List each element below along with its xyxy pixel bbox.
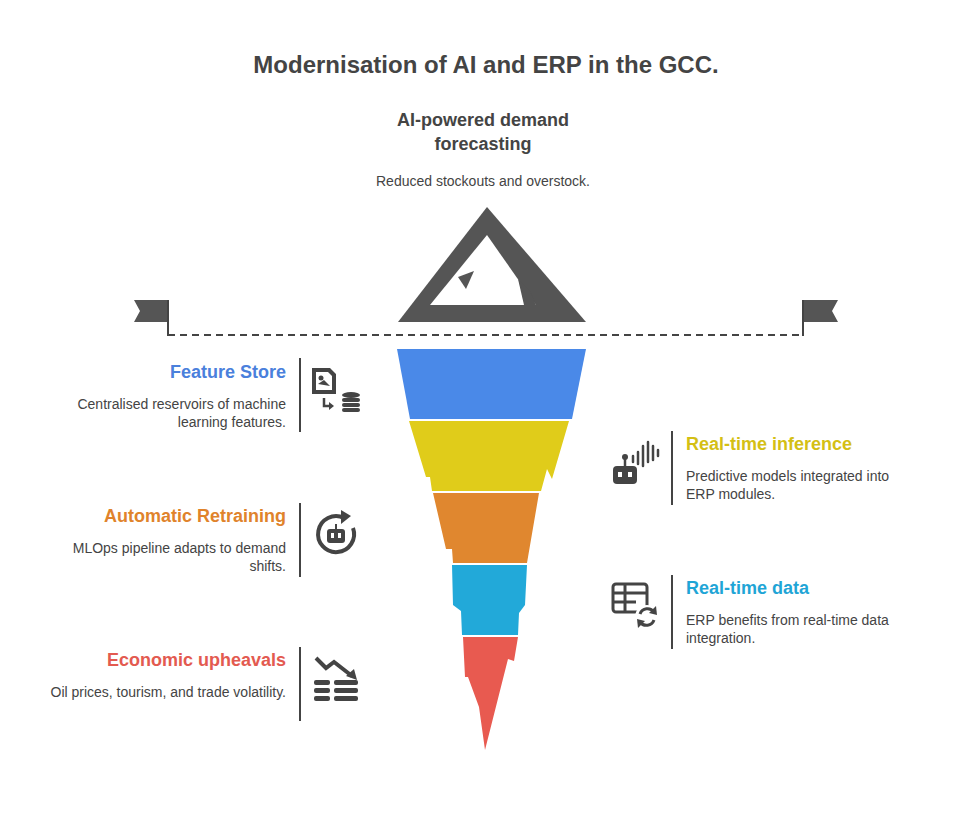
label-block: Economic upheavalsOil prices, tourism, a… bbox=[46, 649, 286, 701]
funnel-band: Real-time inferencePredictive models int… bbox=[408, 421, 570, 492]
label-block: Real-time inferencePredictive models int… bbox=[686, 433, 921, 503]
label-block: AI-powered demand forecastingReduced sto… bbox=[333, 108, 633, 190]
data-icon bbox=[613, 584, 659, 629]
feature-store-icon bbox=[312, 368, 360, 412]
funnel-band: Real-time dataERP benefits from real-tim… bbox=[451, 565, 528, 636]
label-heading: Real-time inference bbox=[686, 433, 921, 455]
dashed-line bbox=[168, 334, 803, 336]
label-heading: Real-time data bbox=[686, 577, 921, 599]
label-block: Feature StoreCentralised reservoirs of m… bbox=[46, 361, 286, 431]
inference-icon bbox=[613, 442, 658, 484]
label-heading: Feature Store bbox=[46, 361, 286, 383]
label-block: Automatic RetrainingMLOps pipeline adapt… bbox=[46, 505, 286, 575]
label-heading: Automatic Retraining bbox=[46, 505, 286, 527]
funnel-band: Economic upheavalsOil prices, tourism, a… bbox=[462, 637, 519, 752]
flag bbox=[134, 300, 167, 322]
band-shape bbox=[408, 421, 570, 492]
funnel-band: Automatic RetrainingMLOps pipeline adapt… bbox=[432, 493, 540, 564]
label-body: Reduced stockouts and overstock. bbox=[333, 172, 633, 190]
flag bbox=[804, 300, 838, 322]
label-body: Centralised reservoirs of machine learni… bbox=[46, 395, 286, 431]
band-shape bbox=[432, 493, 540, 564]
label-body: Oil prices, tourism, and trade volatilit… bbox=[46, 683, 286, 701]
retraining-icon bbox=[318, 510, 354, 552]
label-body: MLOps pipeline adapts to demand shifts. bbox=[46, 539, 286, 575]
label-body: ERP benefits from real-time data integra… bbox=[686, 611, 921, 647]
band-shape bbox=[396, 349, 588, 420]
title: Modernisation of AI and ERP in the GCC. bbox=[0, 50, 972, 80]
mountain-node: AI-powered demand forecastingReduced sto… bbox=[396, 205, 588, 324]
flag-pole bbox=[802, 300, 804, 336]
label-body: Predictive models integrated into ERP mo… bbox=[686, 467, 921, 503]
label-block: Real-time dataERP benefits from real-tim… bbox=[686, 577, 921, 647]
label-heading: Economic upheavals bbox=[46, 649, 286, 671]
band-shape bbox=[462, 637, 519, 752]
label-heading: AI-powered demand forecasting bbox=[383, 108, 583, 156]
funnel-band: Feature StoreCentralised reservoirs of m… bbox=[396, 349, 588, 420]
flag-pole bbox=[167, 300, 169, 336]
economic-icon bbox=[314, 658, 358, 701]
mountain-shape bbox=[396, 205, 588, 324]
band-shape bbox=[451, 565, 528, 636]
